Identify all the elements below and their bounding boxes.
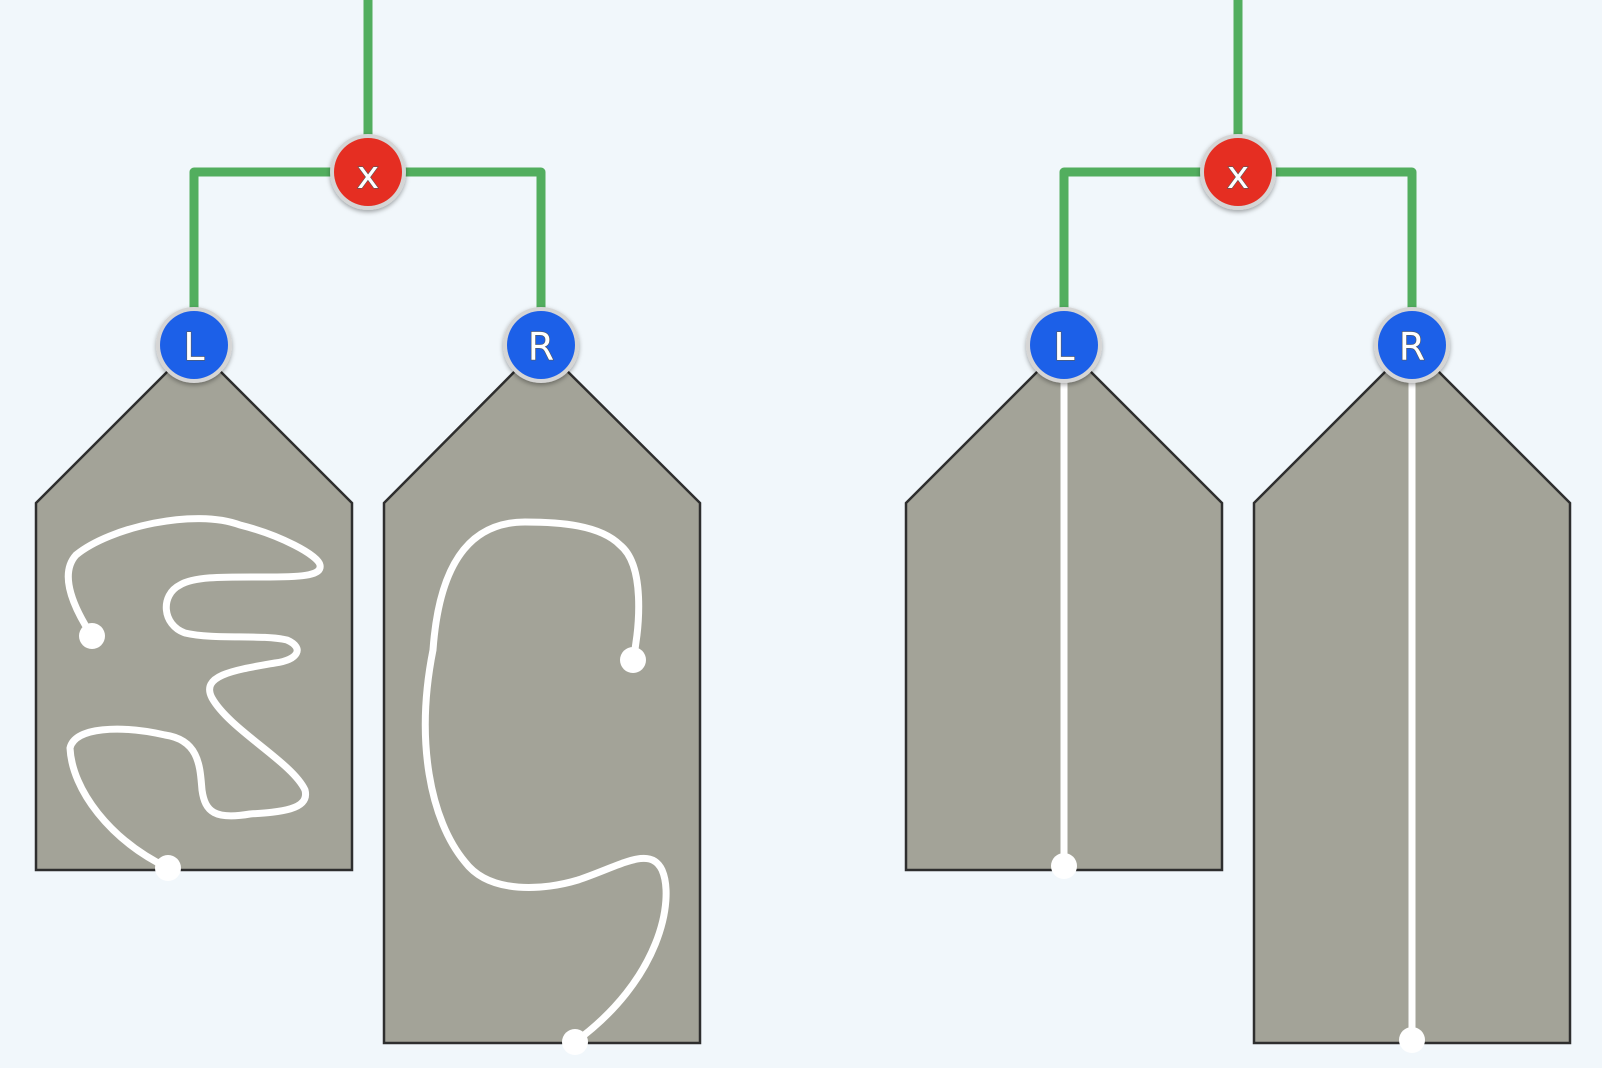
assembly-straight: x L R: [904, 0, 1572, 1053]
left-terminal-label: L: [183, 325, 204, 369]
right-terminal-node: [1374, 307, 1450, 383]
left-strand-exit-dot: [1051, 853, 1077, 879]
right-terminal-label: R: [528, 325, 554, 369]
left-terminal-node: [156, 307, 232, 383]
right-tangled-strand: [421, 518, 670, 1046]
left-strand-end-dot: [79, 623, 105, 649]
left-strand-exit-dot: [155, 855, 181, 881]
right-terminal-node: [503, 307, 579, 383]
right-strand-exit-dot: [1399, 1027, 1425, 1053]
right-housing: [382, 343, 702, 1045]
junction-label: x: [1227, 153, 1250, 197]
right-terminal-label: R: [1399, 325, 1425, 369]
x-junction-node: [1200, 134, 1276, 210]
assembly-tangled: x L R: [34, 0, 702, 1055]
right-strand-end-dot: [620, 647, 646, 673]
left-tangled-strand: [64, 515, 324, 872]
x-junction-node: [330, 134, 406, 210]
right-strand-exit-dot: [562, 1029, 588, 1055]
left-terminal-node: [1026, 307, 1102, 383]
left-housing: [34, 343, 354, 872]
left-terminal-label: L: [1053, 325, 1074, 369]
junction-label: x: [357, 153, 380, 197]
